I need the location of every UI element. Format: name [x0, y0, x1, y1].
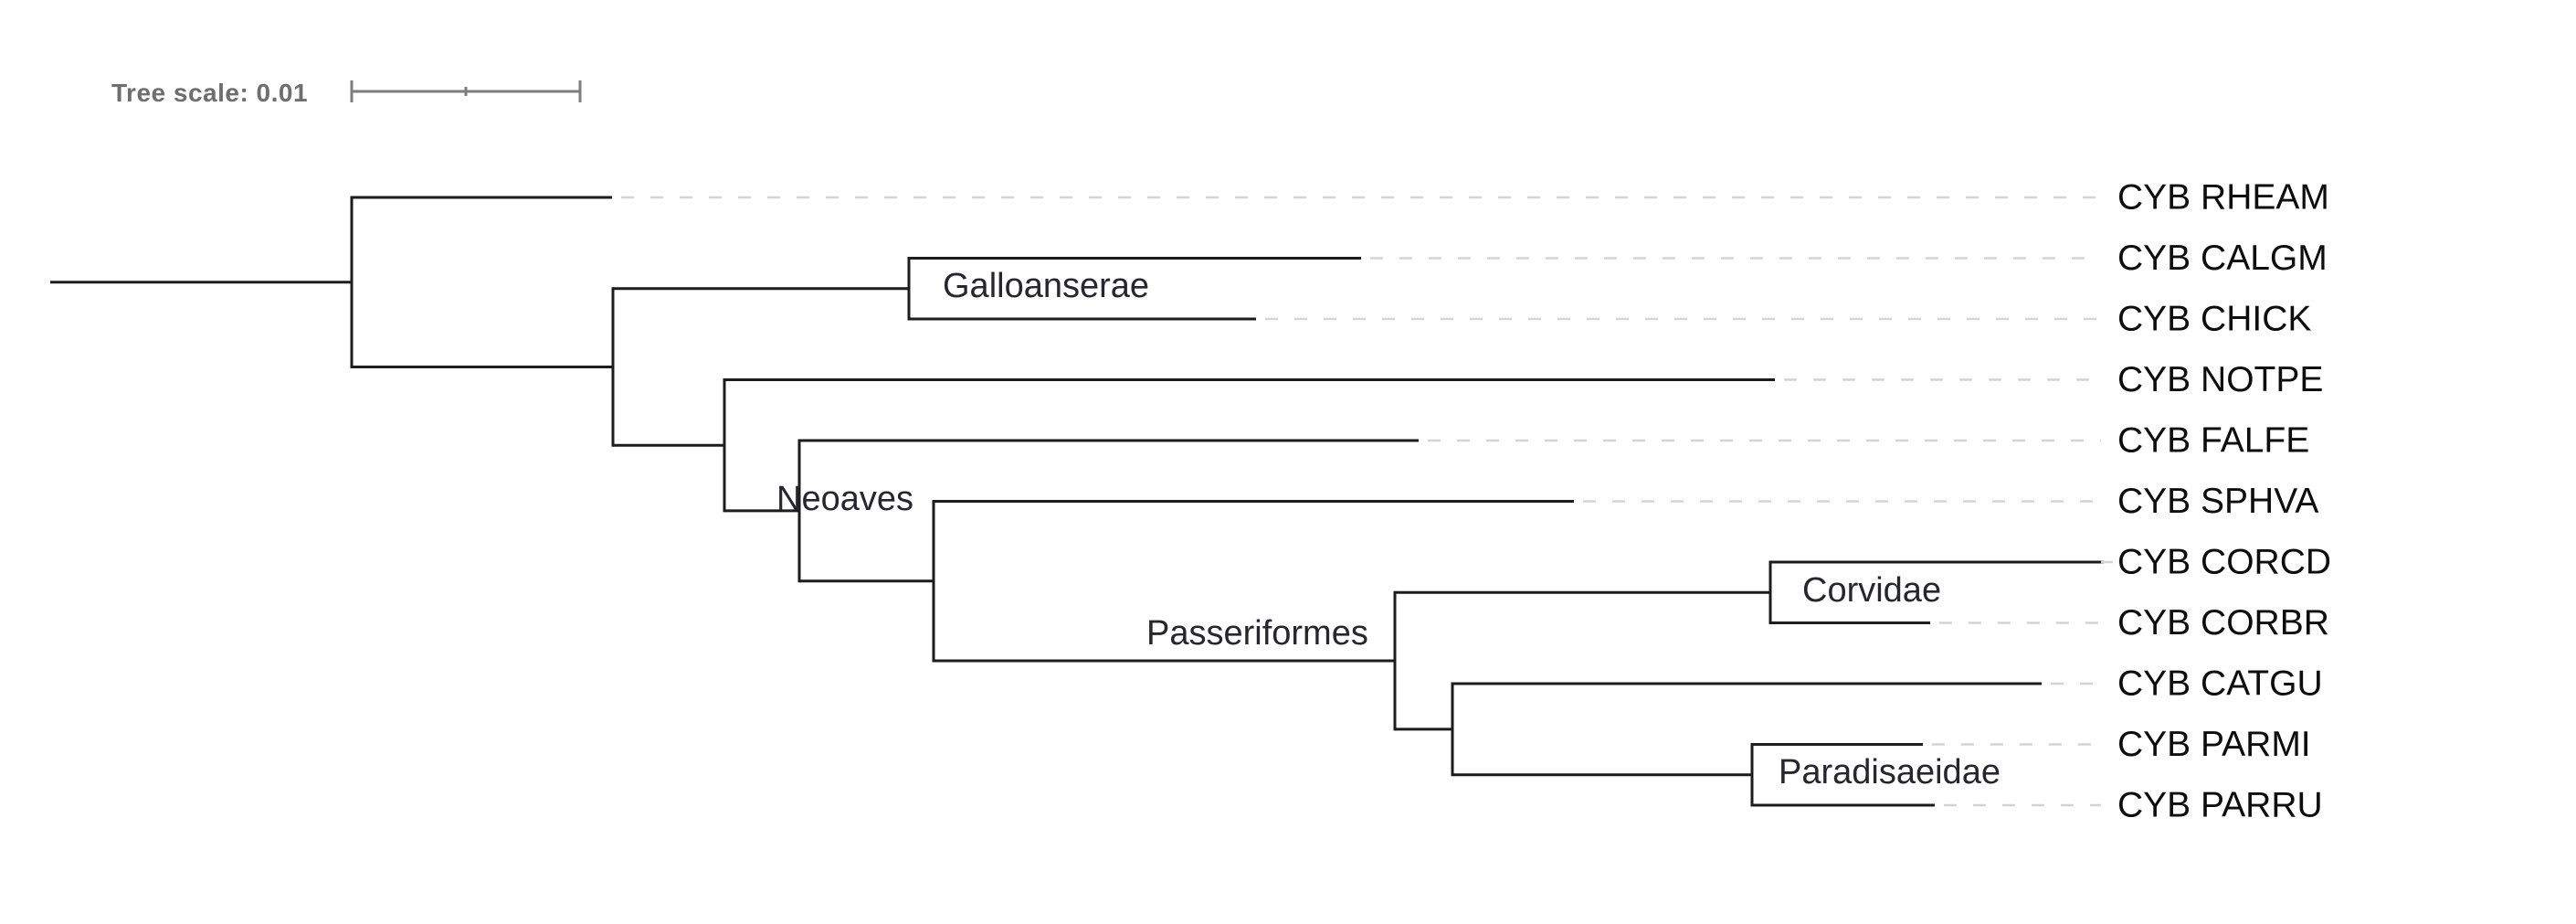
- clade-label-4[interactable]: Paradisaeidae: [1779, 753, 2001, 791]
- clade-label-0[interactable]: Galloanserae: [943, 267, 1149, 305]
- clade-label-1[interactable]: Neoaves: [776, 480, 913, 518]
- tip-label-2[interactable]: CYB CHICK: [2117, 300, 2311, 339]
- tip-label-3[interactable]: CYB NOTPE: [2117, 360, 2323, 399]
- tip-label-8[interactable]: CYB CATGU: [2117, 664, 2323, 704]
- tree-scale-legend: Tree scale: 0.01: [111, 79, 308, 108]
- tip-label-9[interactable]: CYB PARMI: [2117, 725, 2311, 764]
- tree-scale-label: Tree scale: 0.01: [111, 79, 309, 107]
- tip-label-1[interactable]: CYB CALGM: [2117, 239, 2328, 278]
- tip-label-5[interactable]: CYB SPHVA: [2117, 482, 2318, 521]
- clade-label-2[interactable]: Passeriformes: [1146, 614, 1368, 653]
- tip-label-10[interactable]: CYB PARRU: [2117, 786, 2323, 825]
- tip-label-4[interactable]: CYB FALFE: [2117, 421, 2309, 461]
- tip-label-6[interactable]: CYB CORCD: [2117, 543, 2331, 582]
- clade-label-3[interactable]: Corvidae: [1802, 571, 1941, 610]
- tip-label-7[interactable]: CYB CORBR: [2117, 603, 2329, 643]
- tip-label-0[interactable]: CYB RHEAM: [2117, 178, 2329, 218]
